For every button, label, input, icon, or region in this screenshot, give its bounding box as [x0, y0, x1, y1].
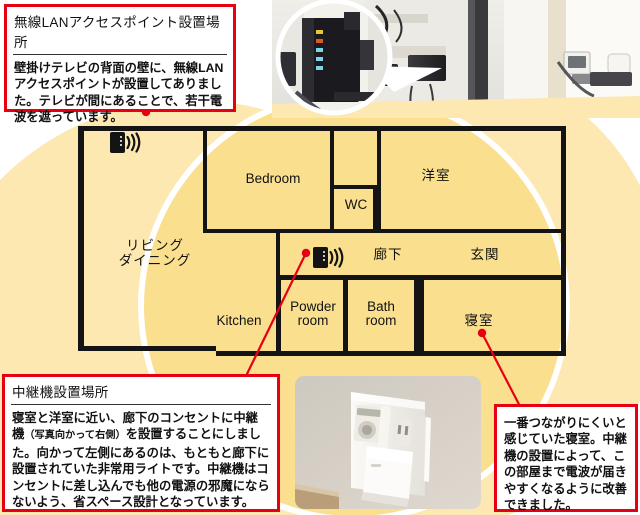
wall-mounted-tv-back-photo: [272, 0, 640, 118]
inset-ring: [275, 0, 393, 116]
wall-left: [78, 126, 84, 351]
room-label-wc: WC: [344, 197, 368, 212]
callout-divider: [13, 54, 227, 55]
callout-repeater-body: 寝室と洋室に近い、廊下のコンセントに中継機（写真向かって右側）を設置することにし…: [5, 405, 277, 515]
wall-western-left: [377, 129, 381, 233]
room-label-powder-room: Powder room: [290, 299, 336, 328]
photo-canvas: [272, 0, 640, 118]
callout-access-point-body: 壁掛けテレビの背面の壁に、無線LANアクセスポイントが設置してありました。テレビ…: [14, 61, 224, 125]
callout-access-point: 無線LANアクセスポイント設置場所 壁掛けテレビの背面の壁に、無線LANアクセス…: [4, 4, 236, 124]
room-label-bath-room: Bath room: [365, 299, 397, 328]
wall-wc-right: [373, 185, 377, 233]
wifi-waves-icon: [329, 247, 344, 268]
callout-bedroom-result-body: 一番つながりにくいと感じていた寝室。中継機の設置によって、この部屋まで電波が届き…: [504, 416, 627, 513]
wall-bottom-right: [216, 351, 566, 356]
room-label-corridor: 廊下: [373, 247, 403, 262]
callout-repeater: 中継機設置場所 寝室と洋室に近い、廊下のコンセントに中継機（写真向かって右側）を…: [2, 374, 280, 512]
wall-western-bottom: [377, 229, 561, 233]
photo-canvas: [295, 376, 481, 509]
room-label-entrance: 玄関: [470, 247, 500, 262]
callout-access-point-title: 無線LANアクセスポイント設置場所: [14, 15, 220, 50]
wall-bottom-left: [78, 346, 216, 351]
callout-bedroom-result: 一番つながりにくいと感じていた寝室。中継機の設置によって、この部屋まで電波が届き…: [494, 404, 638, 512]
wall-top-left: [78, 126, 566, 131]
wall-bedroom-left: [203, 129, 207, 233]
wall-wc-top: [334, 185, 377, 189]
callout-repeater-body-line1: 寝室と洋室に近い、廊下のコンセントに中継機: [12, 411, 258, 442]
wall-right: [561, 126, 566, 356]
room-label-western-room: 洋室: [421, 168, 451, 183]
wall-bath-right: [414, 275, 419, 353]
callout-divider: [11, 404, 271, 405]
wall-corridor-left: [276, 233, 280, 279]
wall-bedroom-right: [330, 129, 334, 233]
room-label-kitchen: Kitchen: [216, 313, 262, 328]
room-label-master-bedroom: 寝室: [464, 313, 494, 328]
room-label-bedroom: Bedroom: [245, 171, 301, 186]
callout-repeater-body-line2: を設置することにしました。向かって左側にあるのは、もともと廊下に設置されていた非…: [12, 427, 270, 510]
callout-repeater-body-note: （写真向かって右側）: [24, 430, 126, 442]
callout-repeater-title: 中継機設置場所: [12, 385, 109, 400]
repeater-body: [313, 247, 328, 268]
repeater-in-outlet-photo: [295, 376, 481, 509]
wall-powder-right: [343, 275, 348, 353]
room-label-living-dining: リビング ダイニング: [118, 238, 192, 268]
wall-master-left: [419, 275, 424, 353]
wall-living-kitchen-stub: [203, 229, 281, 233]
access-point-body: [110, 132, 125, 153]
wall-kitchen-right: [276, 275, 281, 353]
wall-wc-bottom: [334, 229, 377, 233]
wifi-waves-icon: [126, 132, 141, 153]
